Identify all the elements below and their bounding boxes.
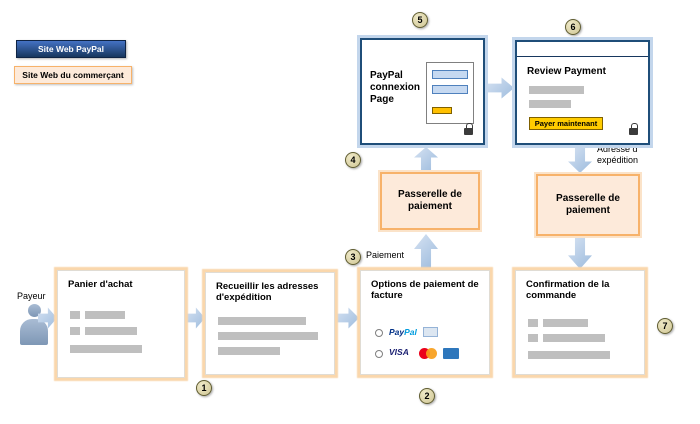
- shipping-box: Recueillir les adresses d'expédition: [205, 272, 335, 375]
- shipping-title: Recueillir les adresses d'expédition: [216, 281, 319, 304]
- step-badge-5: 5: [412, 12, 428, 28]
- mastercard-red-circle: [419, 348, 430, 359]
- lock-icon: [464, 123, 473, 135]
- step-badge-7: 7: [657, 318, 673, 334]
- payment-gateway-right-title: Passerelle de paiement: [556, 192, 620, 217]
- placeholder-bar: [85, 311, 125, 319]
- placeholder-square: [528, 319, 538, 327]
- placeholder-bar: [543, 319, 588, 327]
- mock-input-field: [432, 70, 468, 79]
- payment-options-title: Options de paiement de facture: [371, 279, 479, 302]
- label-adresse-expedition: Adresse d' expédition: [597, 144, 657, 167]
- placeholder-bar: [218, 317, 306, 325]
- paypal-login-title: PayPal connexion Page: [370, 70, 421, 105]
- placeholder-bar: [529, 86, 584, 94]
- placeholder-square: [528, 334, 538, 342]
- placeholder-bar: [529, 100, 571, 108]
- placeholder-bar: [528, 351, 610, 359]
- payer-person-icon: [18, 304, 50, 345]
- card-radio-icon: [375, 350, 383, 358]
- paypal-wordmark-pay: Pay: [389, 327, 405, 337]
- confirmation-box: Confirmation de la commande: [515, 270, 645, 375]
- paypal-login-box: PayPal connexion Page: [360, 38, 485, 145]
- label-adresse-line1: Adresse d': [597, 144, 640, 154]
- flow-arrow-cart-to-shipping-icon: [186, 307, 205, 329]
- cart-box: Panier d'achat: [57, 270, 185, 378]
- step-badge-3: 3: [345, 249, 361, 265]
- payer-head: [27, 304, 41, 317]
- label-adresse-line2: expédition: [597, 155, 639, 166]
- payment-gateway-left-box: Passerelle de paiement: [380, 172, 480, 230]
- pay-now-button: Payer maintenant: [529, 117, 603, 130]
- paypal-mini-badge-icon: [423, 327, 438, 337]
- placeholder-bar: [218, 332, 318, 340]
- placeholder-square: [70, 327, 80, 335]
- placeholder-square: [70, 311, 80, 319]
- mastercard-orange-circle: [426, 348, 437, 359]
- review-payment-box: Review Payment Payer maintenant: [515, 40, 650, 145]
- amex-logo-icon: [443, 348, 459, 359]
- legend-paypal-site: Site Web PayPal: [16, 40, 126, 58]
- placeholder-bar: [218, 347, 280, 355]
- placeholder-bar: [85, 327, 137, 335]
- paypal-login-form-mock: [426, 62, 474, 124]
- confirmation-title: Confirmation de la commande: [526, 279, 610, 302]
- paypal-radio-icon: [375, 329, 383, 337]
- legend-paypal-label: Site Web PayPal: [38, 44, 104, 54]
- paypal-wordmark: PayPal: [389, 327, 417, 337]
- step-badge-4: 4: [345, 152, 361, 168]
- cart-title: Panier d'achat: [68, 279, 133, 290]
- flow-arrow-gateway-to-login-icon: [414, 147, 438, 171]
- payer-label: Payeur: [17, 291, 46, 301]
- flow-arrow-review-to-gateway-icon: [568, 147, 592, 173]
- review-header-rule: [517, 56, 648, 57]
- placeholder-bar: [543, 334, 605, 342]
- review-payment-title: Review Payment: [527, 66, 606, 77]
- legend-merchant-label: Site Web du commerçant: [22, 70, 124, 80]
- payment-options-box: Options de paiement de facture PayPal VI…: [360, 270, 490, 375]
- mock-submit-button: [432, 107, 452, 114]
- payment-gateway-left-title: Passerelle de paiement: [398, 188, 462, 213]
- step-badge-2: 2: [419, 388, 435, 404]
- flow-arrow-options-to-gateway-icon: [414, 234, 438, 268]
- step-badge-1: 1: [196, 380, 212, 396]
- payment-gateway-right-box: Passerelle de paiement: [536, 174, 640, 236]
- placeholder-bar: [70, 345, 142, 353]
- flow-arrow-login-to-review-icon: [488, 77, 514, 99]
- mastercard-logo-icon: [419, 348, 438, 359]
- payer-body: [20, 319, 48, 345]
- step-badge-6: 6: [565, 19, 581, 35]
- paypal-wordmark-pal: Pal: [404, 327, 417, 337]
- label-paiement: Paiement: [366, 250, 405, 260]
- lock-icon: [629, 123, 638, 135]
- flow-arrow-gateway-to-confirmation-icon: [568, 238, 592, 269]
- visa-logo: VISA: [389, 347, 409, 357]
- legend-merchant-site: Site Web du commerçant: [14, 66, 132, 84]
- mock-input-field: [432, 85, 468, 94]
- flow-arrow-shipping-to-options-icon: [337, 307, 359, 329]
